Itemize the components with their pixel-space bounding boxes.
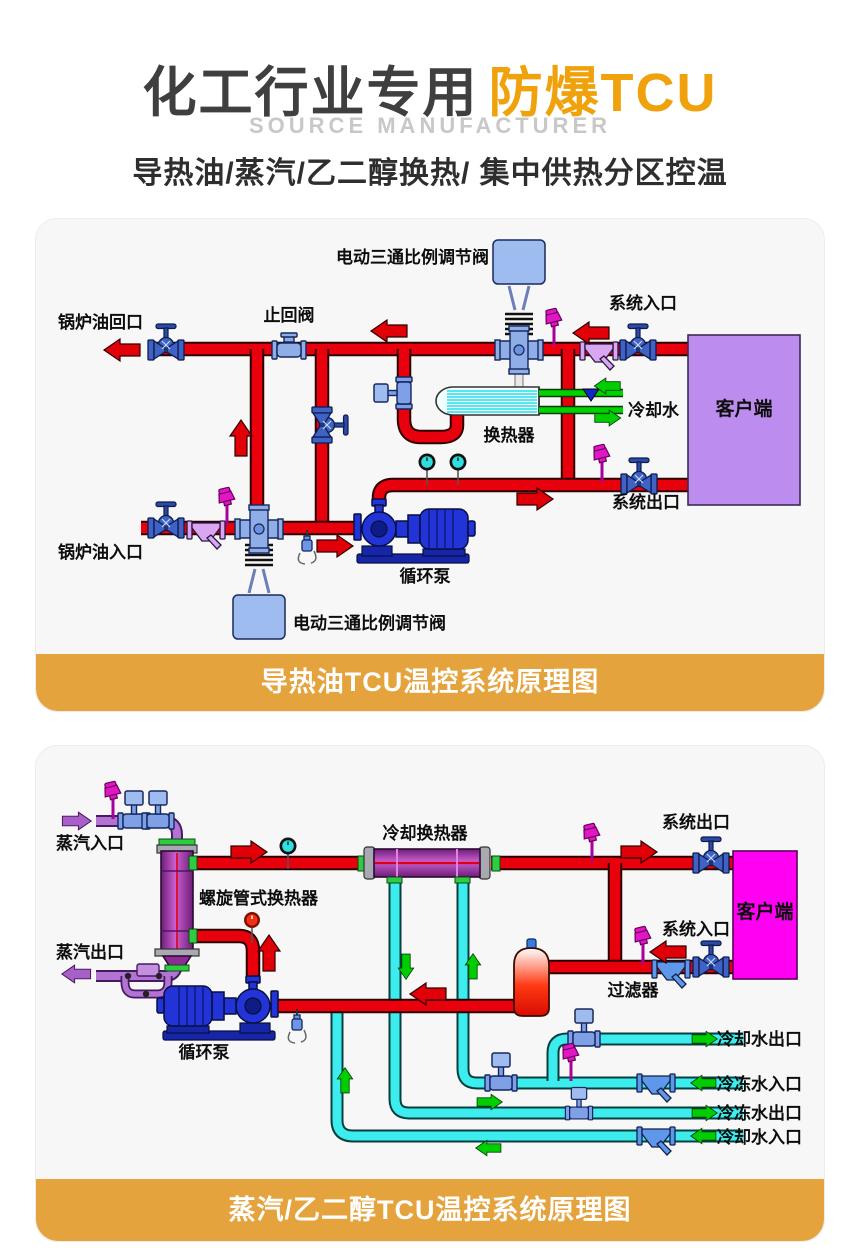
hot-oil-caption: 导热油TCU温控系统原理图 xyxy=(36,654,824,711)
label-system-outlet: 系统出口 xyxy=(612,492,680,512)
tagline: 导热油/蒸汽/乙二醇换热/ 集中供热分区控温 xyxy=(132,157,728,190)
label-valve3way-top: 电动三通比例调节阀 xyxy=(336,247,489,267)
cooling-water-pipes xyxy=(539,388,623,415)
check-valve-icon xyxy=(271,332,307,360)
hot-oil-tcu-diagram: 客户端 电动三通比例调节阀 锅炉油回口 止回阀 系统入口 冷却水 换热器 系统出… xyxy=(58,238,801,641)
label-steam-inlet: 蒸汽入口 xyxy=(56,833,124,853)
label-system-inlet: 系统入口 xyxy=(609,293,677,313)
temperature-sensor-icon xyxy=(579,820,603,863)
label-cooling-water-in: 冷却水入口 xyxy=(717,1127,802,1147)
client-label: 客户端 xyxy=(736,900,793,923)
label-boiler-oil-inlet: 锅炉油入口 xyxy=(58,542,143,562)
label-spiral-exchanger: 螺旋管式换热器 xyxy=(199,888,319,908)
temperature-sensor-icon xyxy=(541,305,565,348)
label-chilled-water-out: 冷冻水出口 xyxy=(717,1103,802,1123)
title-main: 化工行业专用 xyxy=(142,63,479,123)
label-valve3way-bottom: 电动三通比例调节阀 xyxy=(293,613,446,633)
label-circulation-pump: 循环泵 xyxy=(400,566,451,586)
label-cooling-water-out: 冷却水出口 xyxy=(717,1029,802,1049)
actuated-valve-icon xyxy=(141,790,175,830)
label-chilled-water-in: 冷冻水入口 xyxy=(717,1074,802,1094)
hot-oil-tcu-card: 客户端 电动三通比例调节阀 锅炉油回口 止回阀 系统入口 冷却水 换热器 系统出… xyxy=(35,218,825,712)
small-valve-icon xyxy=(373,376,413,410)
label-cooling-water: 冷却水 xyxy=(628,400,680,420)
temperature-sensor-icon xyxy=(630,923,654,966)
check-cone-icon xyxy=(582,388,600,402)
page-title: 化工行业专用防爆TCU xyxy=(0,48,860,127)
label-system-inlet: 系统入口 xyxy=(662,919,730,939)
pump-icon xyxy=(156,975,279,1041)
temperature-sensor-icon xyxy=(589,441,613,484)
client-label: 客户端 xyxy=(715,397,772,420)
actuated-valve-icon xyxy=(567,1008,601,1048)
chilled-water-pipes xyxy=(330,877,743,1143)
label-circulation-pump: 循环泵 xyxy=(179,1042,230,1062)
heat-exchanger-icon xyxy=(435,386,540,416)
label-check-valve: 止回阀 xyxy=(264,305,315,325)
client-box: 客户端 xyxy=(732,850,798,980)
steam-trap-icon xyxy=(136,963,160,977)
expansion-tank-icon xyxy=(513,938,550,1017)
temperature-sensor-icon xyxy=(558,1040,582,1083)
subtitle: SOURCE MANUFACTURER xyxy=(249,113,611,138)
actuated-valve-icon xyxy=(484,1052,518,1092)
cooling-exchanger-icon xyxy=(357,846,501,884)
label-system-outlet: 系统出口 xyxy=(662,812,730,832)
label-filter: 过滤器 xyxy=(608,980,660,1000)
spiral-exchanger-icon xyxy=(154,838,200,972)
label-steam-outlet: 蒸汽出口 xyxy=(56,942,124,962)
three-way-valve-icon xyxy=(231,503,287,641)
pump-icon xyxy=(353,498,476,564)
label-boiler-oil-return: 锅炉油回口 xyxy=(58,312,143,332)
steam-glycol-tcu-card: 客户端 xyxy=(35,745,825,1242)
temperature-sensor-icon xyxy=(214,484,238,527)
title-accent: 防爆TCU xyxy=(488,63,718,123)
three-way-valve-icon xyxy=(491,238,547,376)
steam-glycol-tcu-diagram: 客户端 xyxy=(56,778,802,1157)
label-cooling-exchanger: 冷却换热器 xyxy=(383,823,469,843)
label-heat-exchanger: 换热器 xyxy=(484,425,536,445)
client-box: 客户端 xyxy=(687,334,801,506)
steam-glycol-caption: 蒸汽/乙二醇TCU温控系统原理图 xyxy=(36,1179,824,1241)
small-valve-icon xyxy=(564,1086,594,1121)
level-switch-icon xyxy=(287,1008,307,1044)
